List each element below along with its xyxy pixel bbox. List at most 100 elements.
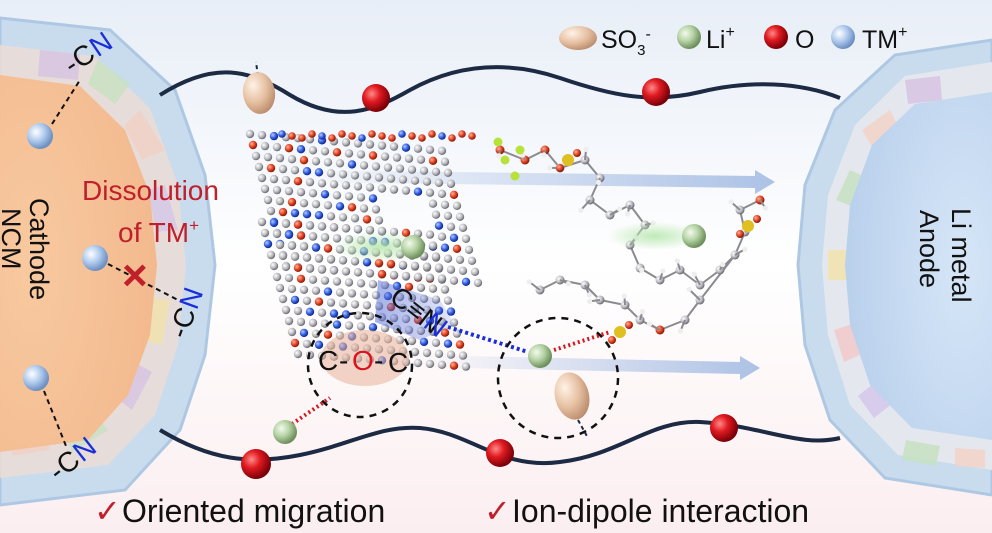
carbon-atom	[437, 274, 447, 283]
carbon-atom	[413, 144, 423, 153]
oxygen-atom	[573, 149, 581, 157]
sulfonate-ellipsoid-icon	[559, 26, 597, 50]
nitrogen-atom	[446, 307, 456, 316]
oxygen-atom	[404, 282, 414, 292]
li-metal-label: Li metal	[946, 208, 976, 303]
ether-o-label: O	[352, 345, 374, 376]
nitrogen-atom	[368, 194, 378, 203]
tm-ion-sphere	[23, 365, 49, 391]
carbon-atom	[449, 276, 459, 285]
carbon-atom	[341, 138, 351, 147]
carbon-atom	[335, 159, 345, 168]
carbon-atom	[398, 260, 408, 270]
carbon-atom	[425, 230, 435, 239]
oxygen-atom	[377, 269, 387, 279]
carbon-atom	[434, 178, 444, 187]
oxygen-atom	[332, 148, 342, 157]
carbon-atom	[356, 279, 366, 288]
nitrogen-atom	[305, 307, 315, 316]
carbon-atom	[461, 234, 471, 243]
oxygen-atom	[299, 156, 309, 165]
edge-atom	[468, 132, 476, 140]
carbon-atom	[341, 224, 351, 233]
svg-text:-: -	[374, 345, 383, 376]
carbon-atom	[437, 232, 447, 241]
oxygen-atom-sphere	[486, 439, 514, 467]
cathode-tm-ions	[23, 123, 108, 391]
carbon-atom	[377, 141, 387, 150]
dissolution-label-line1: Dissolution	[82, 175, 219, 206]
carbon-atom	[410, 176, 420, 185]
carbon-atom	[323, 201, 333, 210]
nitrogen-atom	[290, 208, 300, 218]
carbon-atom	[302, 339, 312, 349]
carbon-atom	[284, 273, 294, 283]
carbon-atom	[344, 149, 354, 158]
carbon-atom	[326, 255, 336, 264]
ether-highlight	[321, 330, 409, 386]
carbon-atom	[428, 199, 438, 208]
carbon-atom	[260, 141, 270, 151]
hydrogen-atom	[639, 309, 646, 315]
carbon-atom	[470, 267, 480, 276]
edge-atom	[358, 134, 366, 142]
carbon-atom	[338, 170, 348, 179]
carbon-atom	[278, 294, 288, 304]
nitrogen-atom	[347, 160, 357, 169]
carbon-atom	[299, 242, 309, 251]
carbon-atom	[284, 316, 294, 326]
carbon-atom	[452, 201, 462, 210]
carbon-atom	[281, 175, 291, 185]
carbon-atom	[383, 163, 393, 172]
edge-atom	[308, 130, 316, 138]
li-migration-glow	[607, 222, 703, 250]
feature-label: Ion-dipole interaction	[512, 493, 809, 529]
carbon-atom	[458, 266, 468, 275]
legend-label-lithium: Li+	[706, 24, 735, 54]
carbon-atom	[329, 266, 339, 275]
oxygen-sphere-icon	[764, 25, 788, 49]
carbon-atom	[353, 182, 363, 191]
carbon-atom	[308, 318, 318, 327]
carbon-atom	[287, 327, 297, 337]
oxygen-atom	[296, 231, 306, 240]
nitrogen-atom	[320, 190, 330, 199]
legend-label-oxygen: O	[795, 26, 814, 54]
oxygen-atom	[449, 190, 459, 199]
ncm-label: NCM	[0, 208, 26, 270]
carbon-atom	[281, 262, 291, 272]
nitrogen-atom	[449, 233, 459, 242]
oxygen-atom	[284, 144, 294, 153]
edge-atom	[378, 132, 386, 140]
polymer-molecule	[493, 137, 769, 344]
oxygen-atom	[290, 338, 300, 348]
carbon-atom	[446, 265, 456, 274]
carbon-atom	[365, 140, 375, 149]
hydrogen-atom	[578, 207, 584, 213]
carbon-atom	[446, 350, 456, 359]
dissolution-label-line2: of TM+	[118, 216, 199, 248]
ether-interaction-circle	[306, 311, 414, 419]
carbon-atom	[281, 305, 291, 315]
carbon-atom	[458, 351, 468, 360]
carbon-atom	[251, 151, 261, 161]
carbon-atom	[269, 261, 279, 271]
carbon-atom	[350, 300, 360, 309]
oxygen-atom-sphere	[710, 414, 738, 442]
nitrogen-atom	[314, 340, 324, 349]
carbon-atom	[299, 285, 309, 294]
carbon-atom	[458, 223, 468, 232]
hydrogen-atom	[742, 246, 748, 252]
check-icon: ✓	[94, 493, 121, 529]
hydrogen-atom	[587, 298, 593, 304]
carbon-atom	[422, 262, 432, 271]
carbon-atom	[446, 222, 456, 231]
carbon-atom	[371, 205, 381, 214]
carbon-atom	[443, 296, 453, 305]
carbon-atom	[290, 252, 300, 261]
carbon-atom	[434, 349, 444, 358]
carbon-atom	[260, 184, 270, 194]
nitrogen-atom	[302, 210, 312, 219]
carbon-atom	[461, 362, 471, 371]
carbon-atom	[272, 229, 282, 239]
